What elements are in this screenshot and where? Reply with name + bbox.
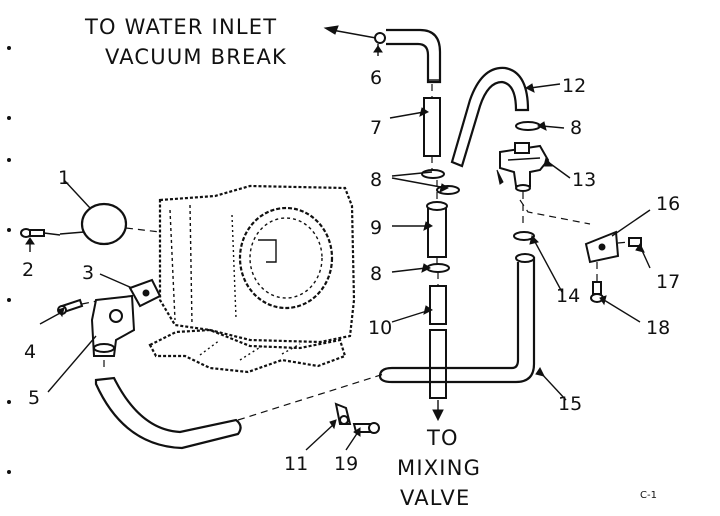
callout-8-upper: 8	[370, 169, 382, 191]
upper-bend-hose	[386, 28, 442, 84]
callout-4: 4	[24, 341, 36, 363]
mixing-valve-label-line3: VALVE	[400, 486, 470, 510]
part-1-gasket	[59, 202, 161, 246]
margin-dots	[7, 46, 11, 474]
callout-3: 3	[82, 262, 94, 284]
callout-17: 17	[656, 271, 680, 293]
part-17-clip	[617, 237, 642, 247]
part-8-clamps-center	[421, 169, 460, 273]
part-14-clamp	[513, 231, 535, 241]
lower-hose-dash	[237, 373, 385, 421]
callout-leaders	[25, 83, 651, 451]
part-2-screw	[20, 228, 61, 238]
part-13-to-16-dash	[519, 199, 591, 225]
callout-13: 13	[572, 169, 596, 191]
part-3-plate	[128, 278, 162, 308]
callout-11: 11	[284, 453, 308, 475]
water-inlet-arrowhead	[323, 25, 339, 35]
part-12-curved-hose	[450, 66, 530, 168]
water-inlet-label-line1: TO WATER INLET	[84, 15, 277, 39]
callout-8-right: 8	[570, 117, 582, 139]
lower-center-pipe	[429, 329, 447, 422]
part-10-hose	[429, 272, 447, 325]
part-11-clip	[334, 402, 352, 425]
callout-6: 6	[370, 67, 382, 89]
callout-18: 18	[646, 317, 670, 339]
callout-1: 1	[58, 167, 70, 189]
corner-code: C-1	[640, 490, 657, 501]
callout-8-lower: 8	[370, 263, 382, 285]
part-13-valve	[496, 142, 550, 192]
callout-10: 10	[368, 317, 392, 339]
mixing-valve-label-line1: TO	[426, 426, 459, 450]
part-5-elbow	[90, 294, 136, 372]
callout-7: 7	[370, 117, 382, 139]
part-18-screw	[590, 262, 604, 303]
part-6-clamp	[373, 32, 386, 56]
part-19-screw	[352, 422, 380, 434]
callout-19: 19	[334, 453, 358, 475]
mixing-valve-label-line2: MIXING	[397, 456, 481, 480]
callout-12: 12	[562, 75, 586, 97]
callout-16: 16	[656, 193, 680, 215]
lower-left-hose	[94, 376, 242, 450]
tub-housing	[148, 184, 356, 374]
callout-9: 9	[370, 217, 382, 239]
part-15-long-hose	[378, 256, 536, 384]
callout-15: 15	[558, 393, 582, 415]
callout-5: 5	[28, 387, 40, 409]
part-8-clamp-right	[515, 121, 541, 131]
part-9-connector	[426, 180, 448, 268]
callout-14: 14	[556, 285, 580, 307]
part-16-bracket	[584, 230, 620, 264]
water-inlet-leader	[331, 29, 377, 39]
water-inlet-label-line2: VACUUM BREAK	[105, 45, 287, 69]
part-7-hose	[423, 84, 441, 176]
callout-2: 2	[22, 259, 34, 281]
